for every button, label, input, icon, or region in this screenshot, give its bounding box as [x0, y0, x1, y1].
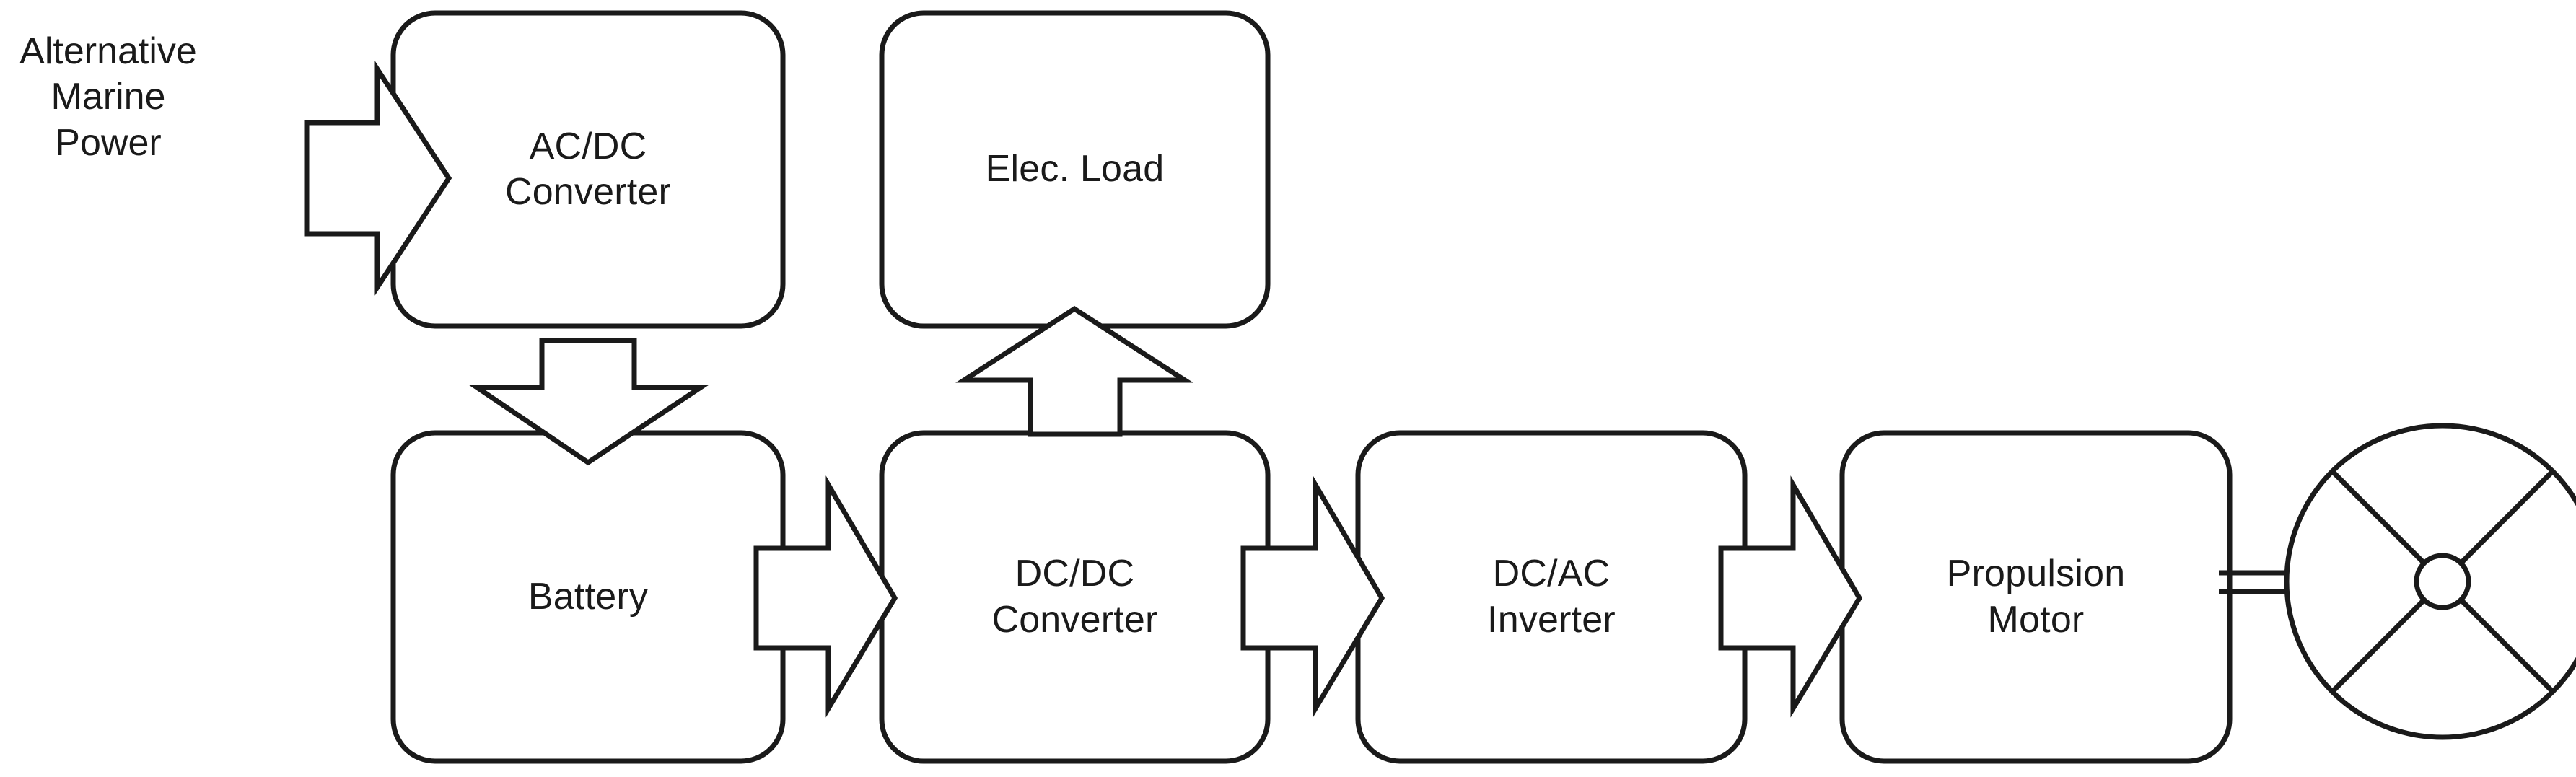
propeller-blade-3: [2329, 579, 2556, 740]
arrow-dcac-to-motor: [1718, 475, 1863, 718]
block-box-elecload[interactable]: [879, 10, 1271, 329]
arrow-battery-to-dcdc: [753, 475, 898, 718]
block-box-dcac[interactable]: [1355, 430, 1748, 764]
arrow-shapes: [304, 61, 1863, 718]
propeller-blade-2: [2440, 468, 2576, 695]
source-label-alternative-marine-power: Alternative Marine Power: [19, 30, 197, 164]
block-shapes: [390, 10, 2233, 764]
arrow-dcdc-to-elecload: [955, 305, 1193, 437]
block-box-dcdc[interactable]: [879, 430, 1271, 764]
propeller-blade-4: [2284, 468, 2445, 695]
block-box-acdc[interactable]: [390, 10, 786, 329]
propeller-hub: [2414, 553, 2471, 610]
arrow-acdc-to-battery: [468, 338, 709, 466]
propeller[interactable]: [2222, 361, 2576, 777]
block-box-motor[interactable]: [1839, 430, 2233, 764]
block-box-battery[interactable]: [390, 430, 786, 764]
propeller-blade-1: [2329, 423, 2556, 584]
arrow-amp-to-acdc: [304, 61, 452, 296]
arrow-dcdc-to-dcac: [1240, 475, 1385, 718]
